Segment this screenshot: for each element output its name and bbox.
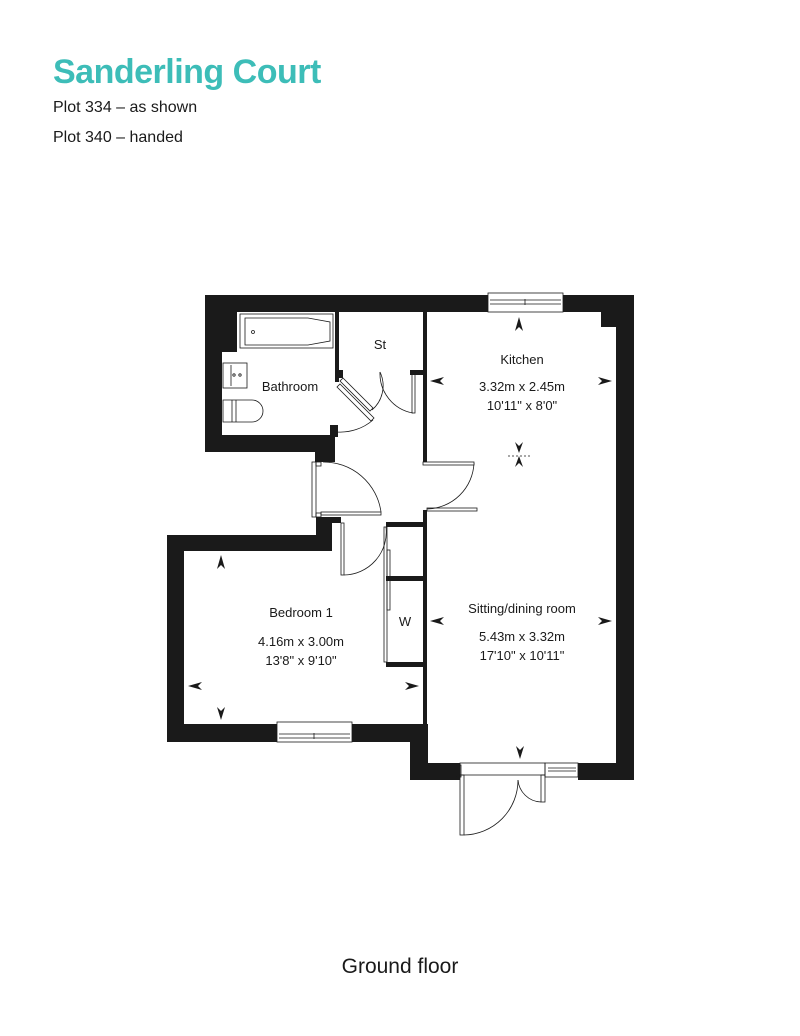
bedroom-imperial: 13'8" x 9'10"	[265, 653, 337, 668]
storage-name: St	[374, 337, 387, 352]
bathroom-door	[336, 383, 375, 433]
toilet-icon	[222, 399, 264, 423]
bedroom-name: Bedroom 1	[269, 605, 333, 620]
kitchen-name: Kitchen	[500, 352, 543, 367]
living-side-window	[544, 762, 579, 778]
bathroom-name: Bathroom	[262, 379, 318, 394]
living-metric: 5.43m x 3.32m	[479, 629, 565, 644]
storage-doors	[339, 371, 416, 414]
walls	[167, 295, 634, 780]
basin-icon	[222, 362, 248, 389]
bedroom-door	[340, 522, 387, 576]
fixtures	[222, 313, 334, 423]
plot-340-label: Plot 340 – handed	[53, 129, 183, 146]
front-door	[311, 461, 382, 518]
floor-label: Ground floor	[341, 955, 459, 978]
windows	[276, 292, 579, 778]
dimension-arrows	[188, 317, 612, 759]
doors	[311, 371, 546, 836]
wardrobe-sliding-doors	[383, 526, 391, 663]
living-door	[422, 461, 478, 512]
wardrobe-name: W	[399, 614, 412, 629]
living-name: Sitting/dining room	[468, 601, 576, 616]
living-imperial: 17'10" x 10'11"	[480, 648, 565, 663]
patio-doors	[455, 762, 546, 836]
kitchen-metric: 3.32m x 2.45m	[479, 379, 565, 394]
bedroom-window	[276, 721, 353, 743]
bath-icon	[239, 313, 334, 349]
development-title: Sanderling Court	[53, 53, 321, 91]
plot-334-label: Plot 334 – as shown	[53, 99, 198, 116]
kitchen-imperial: 10'11" x 8'0"	[487, 398, 558, 413]
room-labels: Kitchen 3.32m x 2.45m 10'11" x 8'0" Sitt…	[258, 337, 576, 668]
bedroom-metric: 4.16m x 3.00m	[258, 634, 344, 649]
kitchen-window	[487, 292, 564, 313]
